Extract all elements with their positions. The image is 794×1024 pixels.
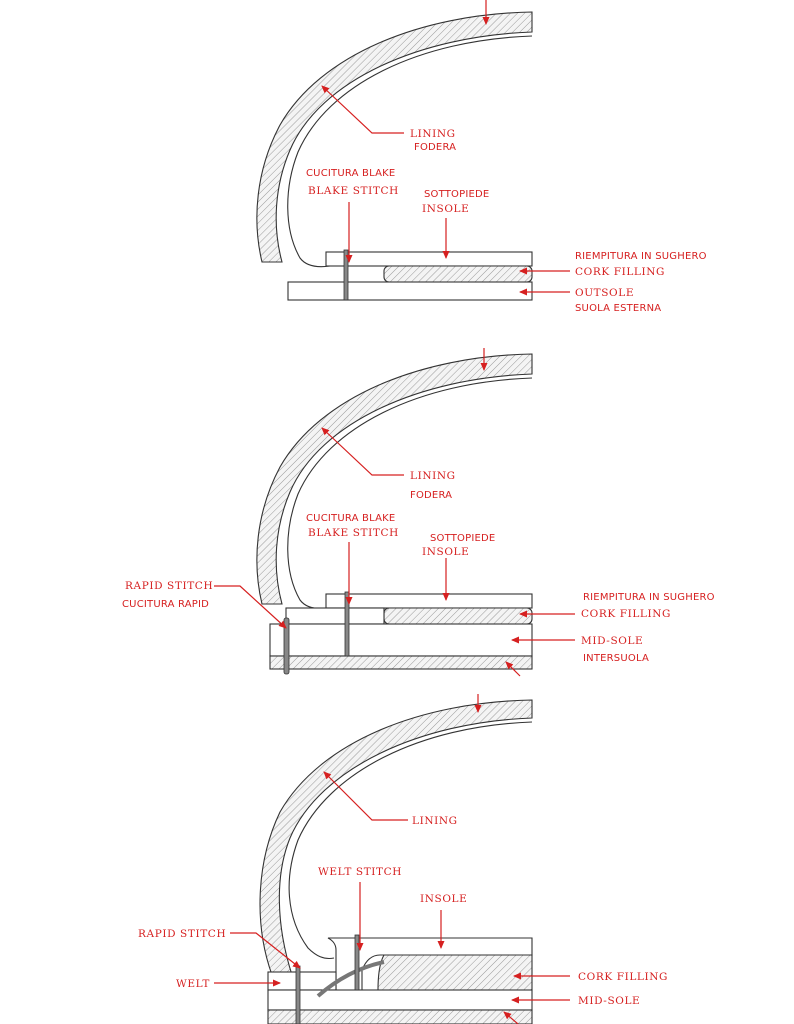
label-lining: LINING — [410, 470, 456, 482]
label-cucitura-rapid: CUCITURA RAPID — [122, 599, 209, 610]
label-cork-filling: CORK FILLING — [575, 266, 665, 278]
diagram-goodyear-welt: LINING WELT STITCH INSOLE RAPID STITCH W… — [138, 694, 668, 1024]
label-riempitura: RIEMPITURA IN SUGHERO — [583, 592, 715, 603]
label-insole: INSOLE — [422, 203, 469, 215]
label-cucitura-blake: CUCITURA BLAKE — [306, 168, 395, 179]
label-riempitura: RIEMPITURA IN SUGHERO — [575, 251, 707, 262]
label-lining: LINING — [412, 815, 458, 827]
welt-stitch-thread — [316, 960, 385, 998]
label-mid-sole: MID-SOLE — [578, 995, 640, 1007]
lining-line — [287, 35, 533, 268]
label-insole: INSOLE — [420, 893, 467, 905]
cork-filling — [383, 607, 533, 625]
insole — [325, 593, 533, 609]
upper-shell — [256, 11, 533, 263]
label-sottopiede: SOTTOPIEDE — [430, 533, 495, 544]
cork-filling — [383, 265, 533, 283]
mid-sole — [267, 989, 533, 1011]
label-cork-filling: CORK FILLING — [581, 608, 671, 620]
label-rapid-stitch: RAPID STITCH — [125, 580, 213, 592]
rapid-stitch-thread — [283, 617, 290, 675]
diagram-blake: LINING FODERA CUCITURA BLAKE BLAKE STITC… — [256, 0, 707, 314]
welt-stitch-vertical — [354, 934, 360, 991]
lining-line — [288, 721, 533, 960]
label-outsole: OUTSOLE — [575, 287, 634, 299]
diagram-blake-rapid: LINING FODERA CUCITURA BLAKE BLAKE STITC… — [122, 348, 715, 677]
outsole — [269, 655, 533, 670]
upper-wrap — [285, 607, 385, 625]
upper-shell — [256, 353, 533, 605]
label-welt-stitch: WELT STITCH — [318, 866, 402, 878]
cork-filling — [377, 954, 533, 991]
blake-stitch-thread — [343, 249, 349, 301]
label-fodera: FODERA — [414, 142, 456, 153]
outsole — [267, 1009, 533, 1024]
label-rapid-stitch: RAPID STITCH — [138, 928, 226, 940]
label-insole: INSOLE — [422, 546, 469, 558]
label-welt: WELT — [176, 978, 210, 990]
outsole — [287, 281, 533, 301]
blake-stitch-thread — [344, 591, 350, 657]
insole — [325, 251, 533, 267]
label-sottopiede: SOTTOPIEDE — [424, 189, 489, 200]
lining-line — [287, 377, 533, 610]
label-mid-sole: MID-SOLE — [581, 635, 643, 647]
label-intersuola: INTERSUOLA — [583, 653, 649, 664]
label-fodera: FODERA — [410, 490, 452, 501]
rapid-stitch-thread — [295, 965, 301, 1024]
label-cork-filling: CORK FILLING — [578, 971, 668, 983]
label-cucitura-blake: CUCITURA BLAKE — [306, 513, 395, 524]
upper-shell — [259, 699, 533, 976]
label-suola-esterna: SUOLA ESTERNA — [575, 303, 661, 314]
mid-sole — [269, 623, 533, 657]
label-blake-stitch: BLAKE STITCH — [308, 527, 399, 539]
label-lining: LINING — [410, 128, 456, 140]
label-blake-stitch: BLAKE STITCH — [308, 185, 399, 197]
